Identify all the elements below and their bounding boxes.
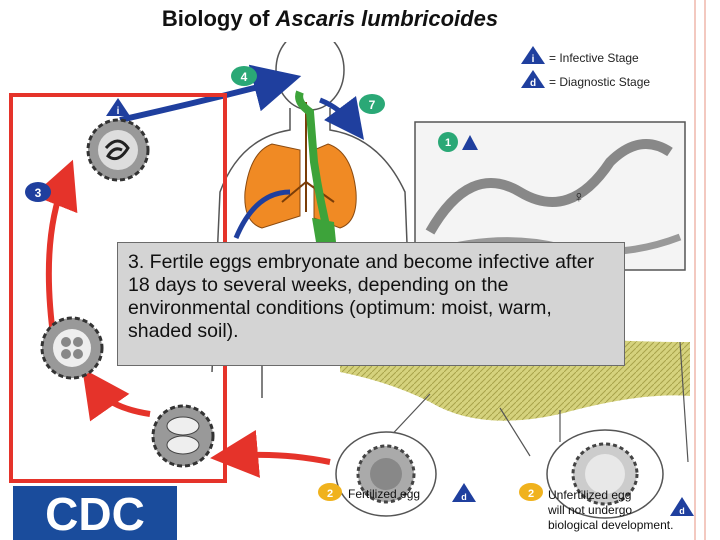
- embryonating-egg: [40, 316, 104, 380]
- svg-text:7: 7: [369, 98, 376, 112]
- two-cell-egg: [151, 404, 215, 468]
- title-species: Ascaris lumbricoides: [275, 6, 499, 31]
- title-prefix: Biology of: [161, 6, 276, 31]
- svg-text:3: 3: [35, 186, 42, 200]
- svg-text:4: 4: [241, 70, 248, 84]
- svg-text:biological development.: biological development.: [548, 518, 673, 532]
- svg-text:d: d: [679, 506, 685, 516]
- svg-text:♀: ♀: [573, 189, 585, 206]
- infective-stage-marker: i: [106, 98, 130, 117]
- cdc-logo: CDC: [13, 486, 177, 540]
- soil-pointer-lines: [369, 341, 689, 463]
- legend-diagnostic: d = Diagnostic Stage: [521, 70, 650, 89]
- svg-text:= Infective Stage: = Infective Stage: [549, 51, 639, 65]
- infective-egg: [86, 118, 150, 182]
- migration-arrow-4: [119, 64, 302, 123]
- unfertilized-egg: [546, 429, 664, 519]
- svg-text:d: d: [530, 78, 536, 89]
- page-title: Biology of Ascaris lumbricoides: [0, 6, 660, 32]
- badge-step-7: 7: [359, 94, 385, 114]
- svg-text:d: d: [461, 492, 467, 502]
- digestive-tract: [312, 218, 336, 242]
- step-caption-box: 3. Fertile eggs embryonate and become in…: [117, 242, 625, 366]
- unfertilized-egg-label: 2 Unfertilized egg will not undergo biol…: [519, 483, 694, 532]
- cycle-arrow-up: [32, 159, 78, 343]
- fertilized-egg: [335, 431, 437, 517]
- svg-text:Fertilized egg: Fertilized egg: [348, 487, 420, 501]
- svg-text:= Diagnostic Stage: = Diagnostic Stage: [549, 75, 650, 89]
- svg-text:i: i: [117, 106, 120, 117]
- svg-text:2: 2: [528, 488, 534, 500]
- legend-infective: i = Infective Stage: [521, 46, 639, 65]
- svg-text:1: 1: [445, 137, 451, 149]
- svg-text:CDC: CDC: [45, 488, 145, 540]
- svg-text:will not undergo: will not undergo: [547, 503, 632, 517]
- fertilized-egg-label: 2 Fertilized egg d: [318, 483, 476, 502]
- badge-step-4: 4: [231, 66, 257, 86]
- migration-arrow-7: [319, 95, 365, 140]
- slide-border-decoration: [694, 0, 706, 540]
- cycle-arrow-lower: [82, 368, 151, 422]
- badge-step-3: 3: [25, 182, 51, 202]
- svg-text:2: 2: [327, 488, 333, 500]
- lungs: [244, 102, 357, 229]
- migration-arrow-lung: [233, 189, 291, 239]
- svg-text:Unfertilized egg: Unfertilized egg: [548, 488, 631, 502]
- svg-text:i: i: [532, 54, 535, 65]
- cycle-arrow-bottom: [210, 430, 331, 478]
